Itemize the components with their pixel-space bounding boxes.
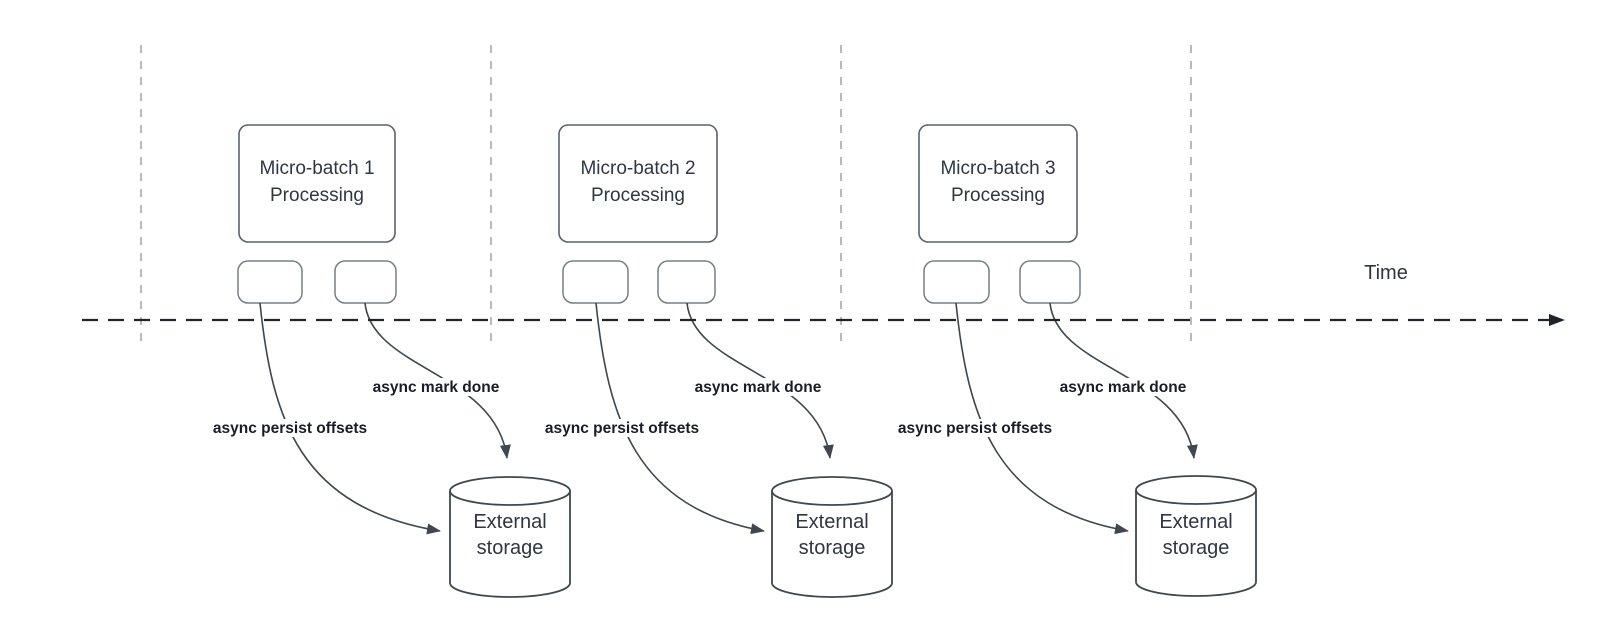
storage-label-line1: External [1159, 511, 1232, 533]
processing-box-label-line2: Processing [951, 185, 1045, 206]
storage-label-line2: storage [477, 537, 544, 559]
mark-done-task-box [657, 260, 716, 304]
processing-box [918, 124, 1078, 243]
mark-done-arrow [1049, 302, 1198, 459]
persist-label-background [533, 419, 711, 437]
storage-label-line1: External [473, 511, 546, 533]
persist-offsets-label: async persist offsets [213, 420, 367, 437]
persist-offsets-label: async persist offsets [898, 420, 1052, 437]
mark-done-task-box [334, 260, 397, 304]
microbatch-section-2: Micro-batch 2 Processing async persist o… [533, 124, 893, 598]
external-storage-cylinder: External storage [771, 476, 893, 598]
persist-offsets-task-box [923, 260, 990, 304]
mark-done-label: async mark done [1060, 379, 1187, 396]
processing-box-label-line2: Processing [591, 185, 685, 206]
persist-offsets-label: async persist offsets [545, 420, 699, 437]
mark-done-label-background [684, 378, 832, 396]
microbatch-section-3: Micro-batch 3 Processing async persist o… [886, 124, 1257, 597]
mark-done-arrow [686, 302, 834, 459]
processing-box [558, 124, 718, 243]
persist-offsets-task-box [562, 260, 629, 304]
persist-offsets-arrow [259, 302, 441, 535]
persist-offsets-arrow [595, 302, 765, 535]
time-axis-label: Time [1364, 262, 1408, 284]
persist-label-background [201, 419, 379, 437]
persist-label-background [886, 419, 1064, 437]
storage-label-line2: storage [1163, 537, 1230, 559]
mark-done-arrow [364, 302, 511, 459]
processing-box-label-line1: Micro-batch 3 [940, 158, 1055, 179]
external-storage-cylinder: External storage [1135, 475, 1257, 597]
mark-done-label: async mark done [373, 379, 500, 396]
mark-done-label-background [1049, 378, 1197, 396]
persist-offsets-task-box [237, 260, 303, 304]
microbatch-section-1: Micro-batch 1 Processing async persist o… [201, 124, 571, 598]
storage-label-line1: External [795, 511, 868, 533]
persist-offsets-arrow [955, 302, 1129, 535]
mark-done-label: async mark done [695, 379, 822, 396]
processing-box [238, 124, 396, 243]
processing-box-label-line1: Micro-batch 2 [580, 158, 695, 179]
storage-label-line2: storage [799, 537, 866, 559]
mark-done-task-box [1019, 260, 1081, 304]
processing-box-label-line1: Micro-batch 1 [259, 158, 374, 179]
mark-done-label-background [362, 378, 510, 396]
external-storage-cylinder: External storage [449, 476, 571, 598]
processing-box-label-line2: Processing [270, 185, 364, 206]
